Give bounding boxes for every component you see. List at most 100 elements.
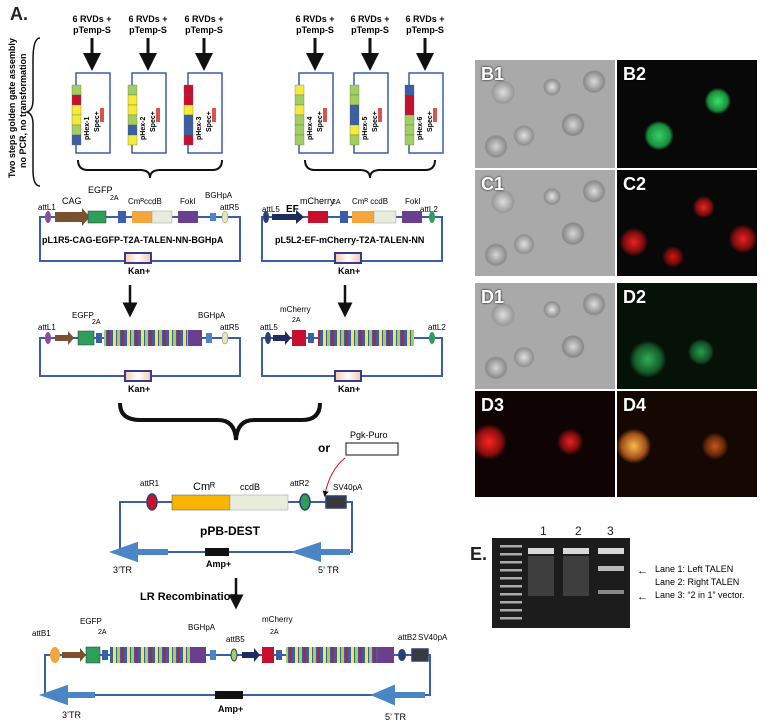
ptemp-label-2: pTemp-S <box>129 25 167 35</box>
svg-text:←: ← <box>637 565 648 577</box>
side-brace <box>24 37 41 187</box>
panel-e-label: E. <box>470 544 487 564</box>
dest-amp: Amp+ <box>206 559 231 569</box>
spec-label-3: Spec+ <box>206 111 213 132</box>
rvds-label-1: 6 RVDs + <box>72 14 111 24</box>
left-group-brace <box>77 159 223 179</box>
spec-label-5: Spec+ <box>372 111 379 132</box>
bghpa-label: BGHpA <box>205 191 233 200</box>
final-bghpa: BGHpA <box>188 623 216 632</box>
foki-label-r: FokI <box>405 197 421 206</box>
attl5-label: attL5 <box>262 205 280 214</box>
svg-text:←: ← <box>637 591 648 603</box>
gel-legend-3: Lane 3: “2 in 1” vector. <box>655 590 745 600</box>
insert-arrow <box>322 457 346 497</box>
ptemp-label-6: pTemp-S <box>406 25 444 35</box>
or-label: or <box>318 441 330 455</box>
final-construct: attB1 EGFP 2A BGHpA attB5 mCherry 2A att… <box>32 615 448 722</box>
right-vector-name: pL5L2-EF-mCherry-T2A-TALEN-NN <box>275 235 424 245</box>
final-sv40pa: SV40pA <box>418 633 448 642</box>
cag-promoter-arrow <box>55 208 90 226</box>
final-mcherry: mCherry <box>262 615 293 624</box>
cmr-box-r <box>352 211 374 223</box>
ccdb-box-r <box>373 210 397 224</box>
left-talen-construct: attL1 EGFP 2A BGHpA attR5 Kan+ <box>38 311 241 394</box>
panel-a-label: A. <box>10 4 28 24</box>
phex-label-5: pHex-5 <box>362 117 369 140</box>
dest-cmr: Cmᴿ <box>193 481 215 493</box>
right-talen-construct: mCherry 2A attL5 attL2 Kan+ <box>260 305 446 394</box>
phex-label-1: pHex-1 <box>84 117 91 140</box>
micro-panel-d4: D4 <box>617 391 757 497</box>
micro-panel-c1: C1 <box>475 170 615 276</box>
foki-box <box>178 211 198 223</box>
t2a-label-r: 2A <box>332 199 341 206</box>
talen-l-attr5: attR5 <box>220 323 240 332</box>
egfp-label: EGFP <box>88 185 113 195</box>
gel-legend-2: Lane 2: Right TALEN <box>655 577 739 587</box>
attl1-site <box>45 211 51 223</box>
talen-r-attl2: attL2 <box>428 323 446 332</box>
rvds-label-3: 6 RVDs + <box>184 14 223 24</box>
t2a-box-r <box>340 211 348 223</box>
micro-panel-b1: B1 <box>475 60 615 168</box>
attl2-label: attL2 <box>420 205 438 214</box>
egfp-box <box>87 210 107 224</box>
final-2a: 2A <box>98 629 107 636</box>
t2a-label: 2A <box>110 195 119 202</box>
talen-l-bghpa: BGHpA <box>198 311 226 320</box>
dest-name: pPB-DEST <box>200 524 261 538</box>
final-3tr: 3’TR <box>62 710 82 720</box>
talen-r-kan: Kan+ <box>338 384 360 394</box>
rvds-label-6: 6 RVDs + <box>405 14 444 24</box>
lane-2-label: 2 <box>575 524 582 538</box>
rvds-label-4: 6 RVDs + <box>295 14 334 24</box>
kan-box-2 <box>334 252 362 264</box>
micro-panel-c2: C2 <box>617 170 757 276</box>
spec-label-4: Spec+ <box>317 111 324 132</box>
talen-l-egfp: EGFP <box>72 311 94 320</box>
left-vector-name: pL1R5-CAG-EGFP-T2A-TALEN-NN-BGHpA <box>42 235 224 245</box>
gel-legend-1: Lane 1: Left TALEN <box>655 564 733 574</box>
final-attb2: attB2 <box>398 633 417 642</box>
final-amp: Amp+ <box>218 704 243 714</box>
final-2a-2: 2A <box>270 629 279 636</box>
talen-r-mcherry: mCherry <box>280 305 311 314</box>
final-5tr: 5’ TR <box>385 712 407 722</box>
talen-l-2a: 2A <box>92 319 101 326</box>
dest-3tr: 3’TR <box>113 565 133 575</box>
phex-label-3: pHex-3 <box>196 117 203 140</box>
phex-box-6 <box>408 72 444 154</box>
micro-panel-b2: B2 <box>617 60 757 168</box>
cmr-box <box>132 211 152 223</box>
phex-label-2: pHex-2 <box>140 117 147 140</box>
spec-label-1: Spec+ <box>94 111 101 132</box>
t2a-box <box>118 211 126 223</box>
phex-box-2 <box>131 72 167 154</box>
mcherry-box <box>308 211 328 223</box>
rvds-label-5: 6 RVDs + <box>350 14 389 24</box>
talen-r-attl5: attL5 <box>260 323 278 332</box>
lane-1-label: 1 <box>540 524 547 538</box>
left-entry-vector: attL1 CAG EGFP 2A CmᴿccdB FokI BGHpA att… <box>38 185 241 276</box>
phex-box-4 <box>298 72 334 154</box>
ccdb-box <box>151 210 173 224</box>
ptemp-label-4: pTemp-S <box>296 25 334 35</box>
foki-label: FokI <box>180 197 196 206</box>
talen-l-attl1: attL1 <box>38 323 56 332</box>
dest-sv40pa: SV40pA <box>333 483 363 492</box>
attl5-site <box>263 211 269 223</box>
gel-panel: 1 2 3 ← ← Lane 1: Left TALEN Lane 2: Rig… <box>492 524 745 628</box>
spec-label-6: Spec+ <box>427 111 434 132</box>
attr5-site <box>221 210 229 224</box>
side-text-line1: Two steps golden gate assembly <box>7 38 17 178</box>
pgk-puro-box <box>345 442 399 456</box>
micro-panel-d2: D2 <box>617 283 757 389</box>
right-group-brace <box>304 159 436 179</box>
micro-panel-d1: D1 <box>475 283 615 389</box>
lane-3-label: 3 <box>607 524 614 538</box>
final-egfp: EGFP <box>80 617 102 626</box>
talen-r-2a: 2A <box>292 317 301 324</box>
final-attb1: attB1 <box>32 629 51 638</box>
